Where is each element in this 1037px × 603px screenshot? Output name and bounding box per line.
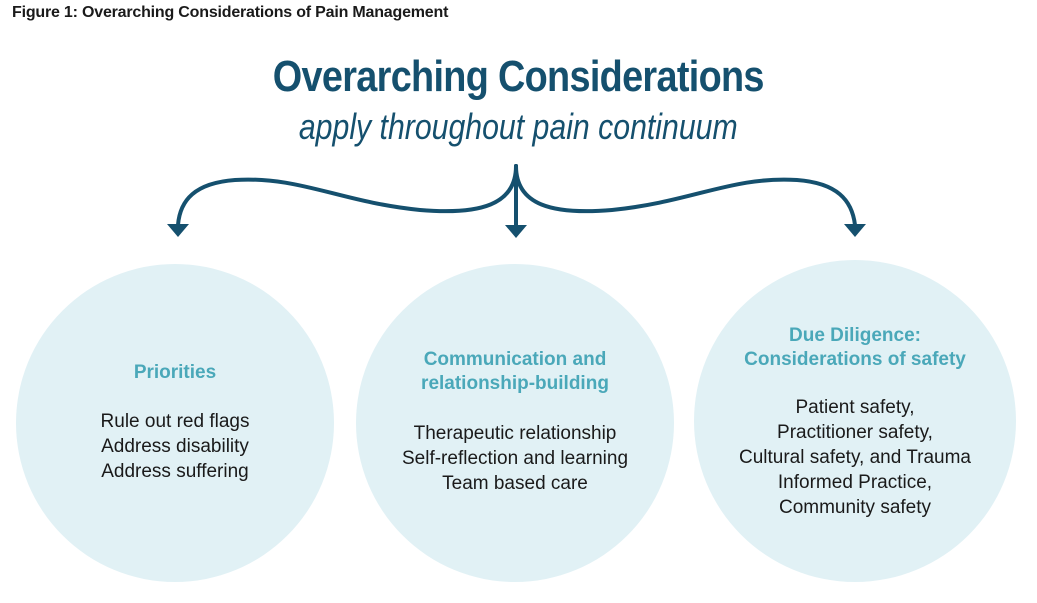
list-item: Therapeutic relationship	[413, 423, 617, 444]
communication-circle: Communication and relationship-building …	[356, 264, 674, 582]
priorities-circle: Priorities Rule out red flags Address di…	[16, 264, 334, 582]
heading-line: Priorities	[133, 362, 217, 383]
circle-heading: Due Diligence: Considerations of safety	[694, 324, 1016, 372]
circle-heading: Communication and relationship-building	[356, 348, 674, 396]
figure-caption: Figure 1: Overarching Considerations of …	[12, 4, 449, 21]
list-item: Team based care	[442, 473, 588, 494]
right-arrowhead	[844, 224, 866, 237]
circle-items: Patient safety, Practitioner safety, Cul…	[694, 395, 1016, 520]
left-branch-curve	[176, 164, 518, 227]
diagram-title: Overarching Considerations	[272, 52, 765, 101]
heading-line: relationship-building	[421, 373, 609, 394]
heading-line: Considerations of safety	[744, 349, 966, 370]
circle-heading: Priorities	[16, 361, 334, 385]
list-item: Self-reflection and learning	[401, 448, 629, 469]
list-item: Rule out red flags	[100, 411, 250, 432]
due-diligence-circle: Due Diligence: Considerations of safety …	[694, 260, 1016, 582]
diagram-subtitle: apply throughout pain continuum	[298, 106, 738, 147]
list-item: Cultural safety, and Trauma	[739, 447, 971, 468]
circle-items: Rule out red flags Address disability Ad…	[16, 409, 334, 484]
list-item: Address suffering	[101, 461, 249, 482]
list-item: Practitioner safety,	[777, 422, 933, 443]
list-item: Patient safety,	[795, 397, 915, 418]
right-branch-curve	[514, 164, 857, 227]
heading-line: Due Diligence:	[789, 325, 921, 346]
list-item: Community safety	[778, 497, 932, 518]
heading-line: Communication and	[423, 349, 607, 370]
list-item: Informed Practice,	[777, 472, 933, 493]
center-arrowhead	[505, 225, 527, 238]
list-item: Address disability	[101, 436, 249, 457]
left-arrowhead	[167, 224, 189, 237]
circle-items: Therapeutic relationship Self-reflection…	[356, 421, 674, 496]
